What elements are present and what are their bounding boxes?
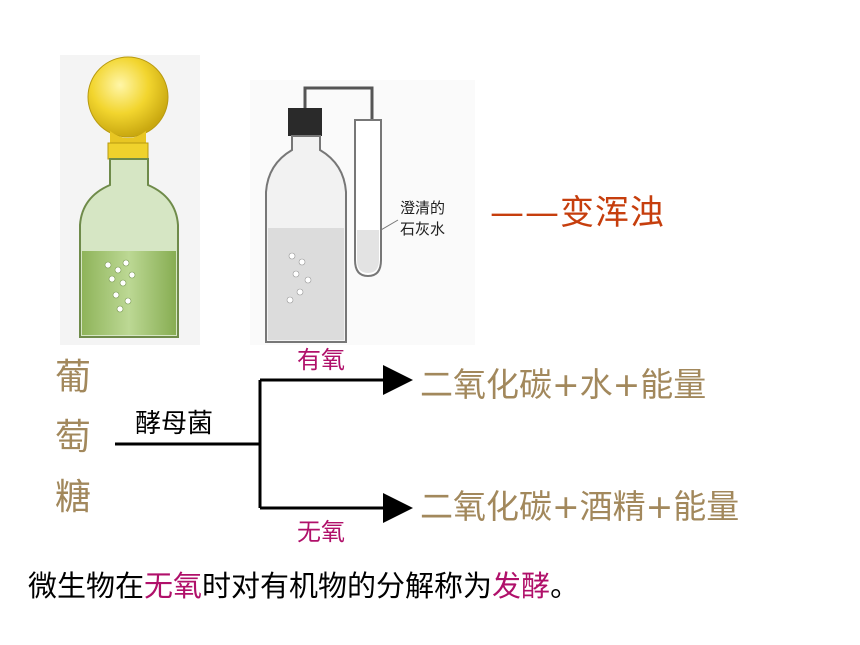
test-tube-icon	[354, 119, 399, 278]
aerobic-products: 二氧化碳+水+能量	[420, 365, 707, 404]
reactant-glucose: 葡 萄 糖	[55, 348, 99, 528]
anaerobic-products: 二氧化碳+酒精+能量	[420, 487, 740, 526]
balloon-icon	[87, 56, 169, 160]
footer-highlight-anaerobic: 无氧	[144, 569, 203, 603]
limewater-test-illustration: 澄清的 石灰水	[250, 80, 475, 345]
footer-part1: 微生物在	[28, 569, 145, 603]
limewater-label: 澄清的 石灰水	[400, 198, 445, 240]
turbid-result-label: ——变浑浊	[490, 193, 665, 233]
glucose-char-1: 葡	[55, 357, 92, 398]
glucose-char-2: 萄	[55, 417, 92, 458]
footer-highlight-fermentation: 发酵	[492, 569, 551, 603]
aerobic-condition: 有氧	[297, 346, 345, 374]
balloon-bottle-illustration	[60, 55, 200, 345]
yeast-label: 酵母菌	[135, 409, 214, 439]
limewater-label-line2: 石灰水	[400, 220, 446, 238]
glass-bottle-icon	[79, 158, 179, 338]
fermentation-definition: 微生物在无氧时对有机物的分解称为发酵。	[28, 563, 579, 605]
flask-icon	[265, 135, 347, 343]
limewater-label-line1: 澄清的	[400, 199, 446, 217]
anaerobic-condition: 无氧	[297, 518, 345, 546]
footer-part3: 。	[550, 569, 580, 603]
footer-part2: 时对有机物的分解称为	[202, 569, 493, 603]
stopper-icon	[288, 108, 322, 136]
glucose-char-3: 糖	[55, 477, 92, 518]
